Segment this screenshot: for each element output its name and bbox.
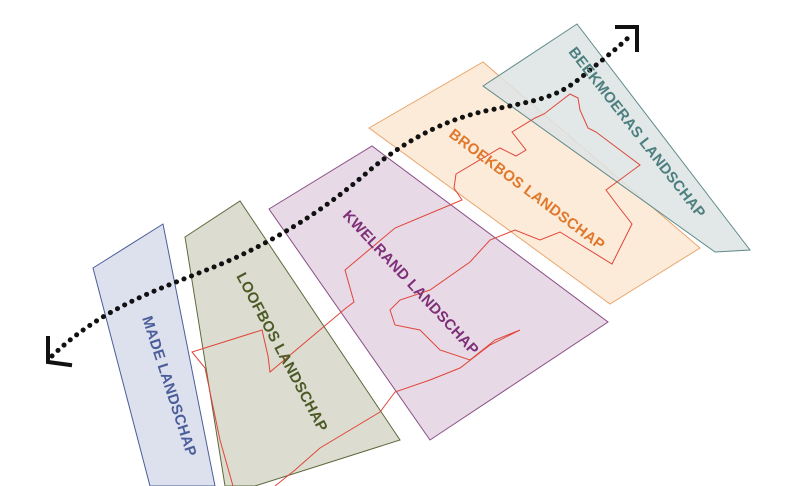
zone-beekmoeras (482, 23, 751, 253)
zone-broekbos (368, 61, 701, 305)
project-boundary-line (191, 93, 641, 486)
arrowhead-right-icon (615, 25, 639, 52)
zone-kwelrand (268, 145, 609, 441)
zone-loofbos (184, 200, 401, 486)
arrowhead-left-icon (46, 336, 73, 368)
zone-made (92, 223, 216, 486)
